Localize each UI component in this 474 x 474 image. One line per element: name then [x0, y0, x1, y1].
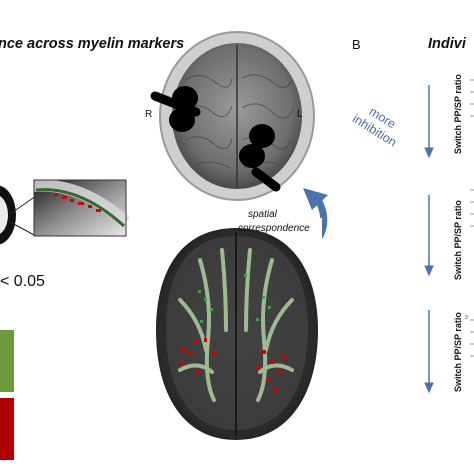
- panel-b-arrows: [424, 85, 434, 394]
- head-model: [150, 31, 315, 201]
- tms-coil-left-hemisphere: [239, 124, 281, 192]
- panel-a-title: nce across myelin markers: [0, 36, 185, 52]
- tms-coil-right-hemisphere: [150, 86, 201, 132]
- legend-green-block: [0, 330, 14, 392]
- spatial-label-line2: correspondence: [238, 223, 310, 234]
- hemisphere-left-label: L: [297, 109, 303, 120]
- spatial-label-line1: spatial: [248, 209, 277, 220]
- plot-1-ylabel: Switch PP/SP ratio: [453, 74, 463, 154]
- legend-red-block: [0, 398, 14, 460]
- plot-axis-ticks: [470, 79, 474, 357]
- plot-3-tick-label: 3: [465, 315, 468, 321]
- hemisphere-right-label: R: [145, 109, 153, 120]
- significance-threshold: < 0.05: [0, 273, 45, 290]
- panel-b-label: B: [352, 37, 361, 52]
- zoom-inset: [33, 179, 130, 237]
- spatial-correspondence-label: spatial correspondence: [238, 208, 310, 236]
- plot-3-ylabel: Switch PP/SP ratio: [453, 312, 463, 392]
- left-brain-slice: [0, 185, 37, 245]
- panel-b-title: Indivi: [428, 36, 466, 52]
- plot-2-ylabel: Switch PP/SP ratio: [453, 200, 463, 280]
- axial-brain-slice: [150, 218, 322, 440]
